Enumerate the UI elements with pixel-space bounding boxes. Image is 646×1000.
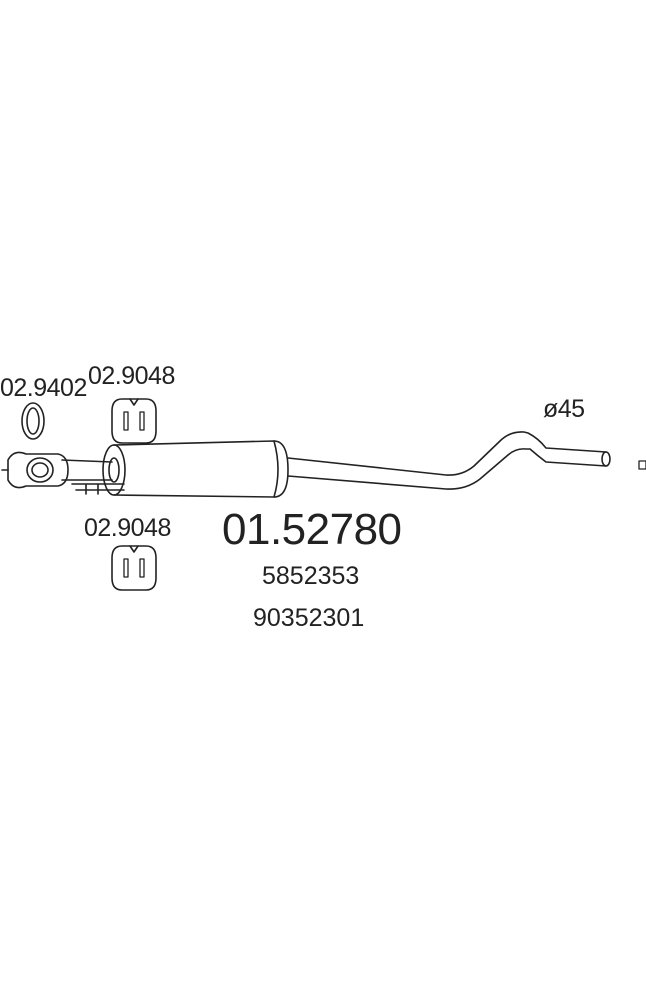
hanger-bracket <box>71 483 125 495</box>
edge-marker <box>638 460 646 470</box>
oe-number-2: 90352301 <box>253 604 365 632</box>
inlet-flange-icon <box>1 451 69 489</box>
pipe-diameter-label: ø45 <box>543 395 585 423</box>
exhaust-assembly <box>1 431 646 498</box>
tail-pipe <box>287 431 607 490</box>
inlet-pipe <box>61 459 113 481</box>
hanger-bottom-part-number: 02.9048 <box>84 514 171 542</box>
clamp-ring-part-number: 02.9402 <box>0 374 87 402</box>
clamp-ring-icon <box>21 402 45 440</box>
main-part-number: 01.52780 <box>222 505 402 554</box>
rubber-hanger-top-icon <box>111 398 157 444</box>
hanger-top-part-number: 02.9048 <box>88 362 175 390</box>
tail-pipe-end <box>601 451 611 467</box>
rubber-hanger-bottom-icon <box>111 545 157 591</box>
oe-number-1: 5852353 <box>262 562 360 590</box>
muffler-body <box>102 440 289 498</box>
